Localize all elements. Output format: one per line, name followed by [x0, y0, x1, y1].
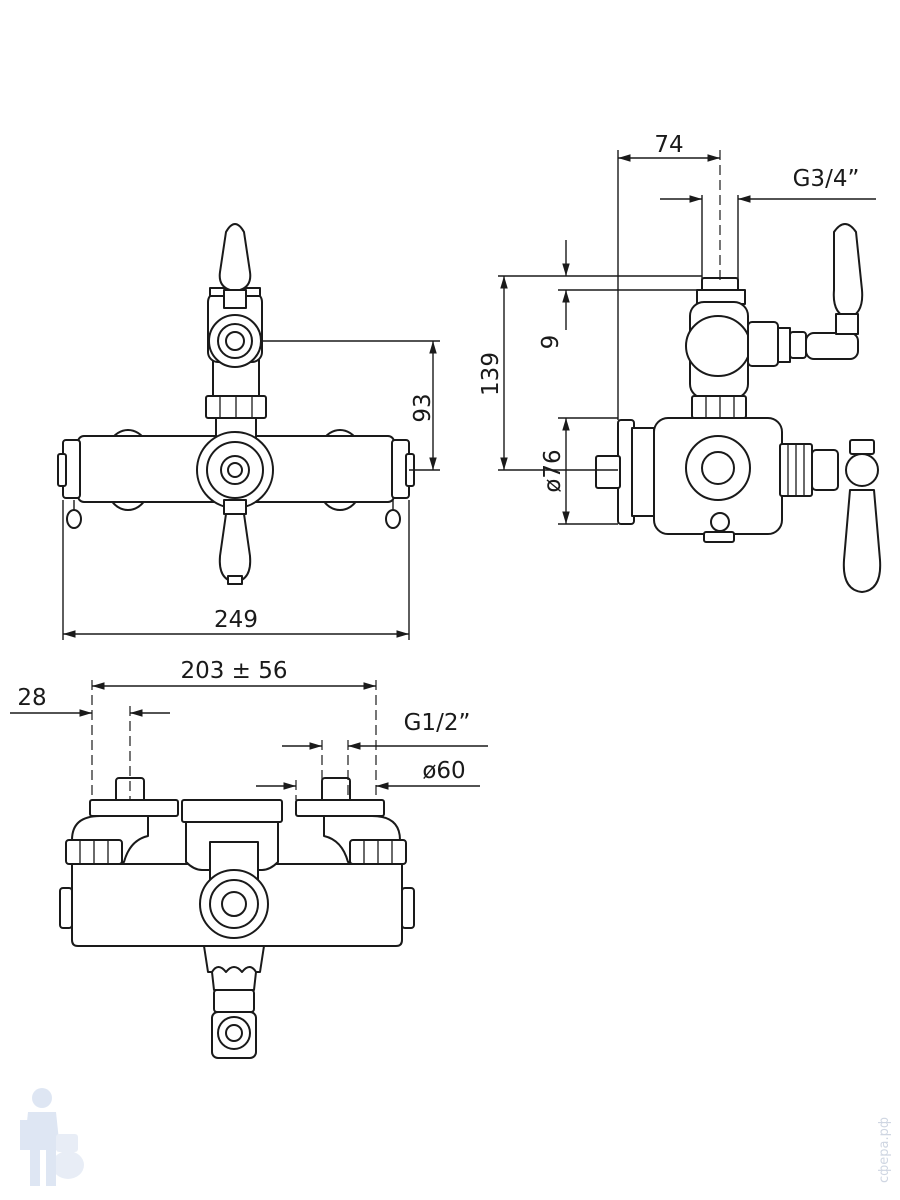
front-view: 93 249: [57, 223, 440, 640]
bottom-view: 203 ± 56 28 G1/2” ø60: [10, 658, 488, 1059]
dim-side-height: 139: [478, 352, 504, 396]
dim-front-height: 93: [410, 393, 436, 422]
side-view: 74 G3/4” 139 9 ø76: [478, 132, 882, 593]
dim-side-thread: G3/4”: [793, 166, 860, 192]
side-lower-lever-icon: [842, 489, 882, 593]
watermark-text: сфера.рф: [877, 1117, 892, 1183]
plumber-logo-icon: [20, 1088, 84, 1186]
dim-side-depth: 74: [654, 132, 683, 158]
dim-bottom-diameter: ø60: [422, 758, 465, 784]
upper-lever-icon: [218, 223, 252, 291]
left-knob: [66, 509, 82, 529]
dim-side-diameter: ø76: [540, 449, 566, 492]
side-upper-lever-icon: [832, 223, 864, 319]
right-knob: [385, 509, 401, 529]
dim-bottom-spacing: 203 ± 56: [180, 658, 287, 684]
dim-bottom-thread: G1/2”: [404, 710, 471, 736]
dim-front-width: 249: [214, 607, 258, 633]
dim-bottom-offset: 28: [17, 685, 46, 711]
lower-lever-icon: [218, 513, 252, 583]
dim-side-offset: 9: [538, 335, 564, 350]
